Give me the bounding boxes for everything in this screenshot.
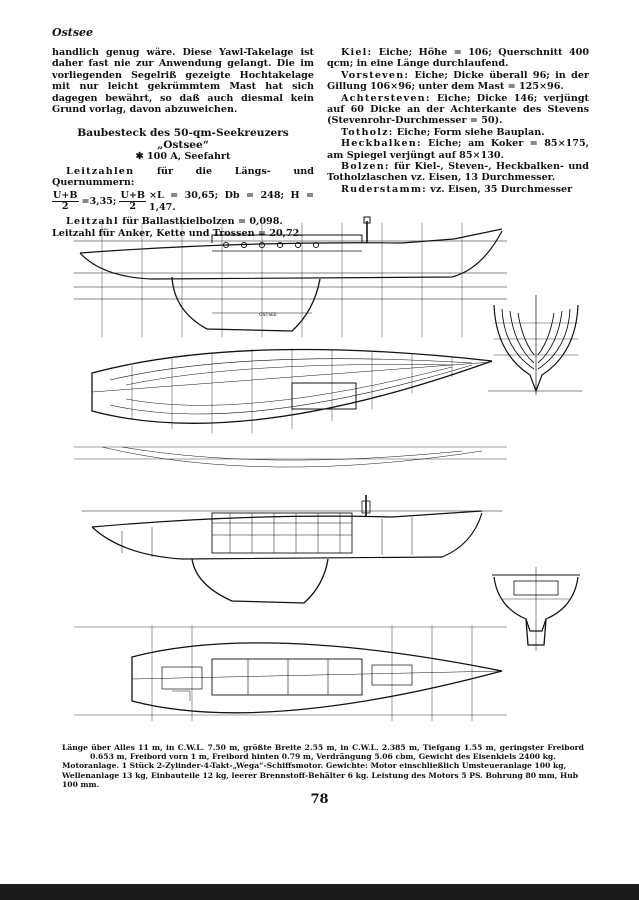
spec-kiel-label: Kiel: [341,47,373,58]
anker-line: Leitzahl für Anker, Kette und Trossen = … [52,227,303,239]
spec-totholz-label: Totholz: [341,126,394,138]
figure-caption: Länge über Alles 11 m, in C.W.L. 7.50 m,… [62,743,584,789]
deck-plan [74,625,507,721]
page-number: 78 [310,792,329,807]
fraction-1-numerator: U+B [52,190,79,203]
profile-elevation: OSTSEE [74,216,507,337]
spec-vorsteven: Vorsteven: Eiche; Dicke überall 96; in d… [327,70,589,93]
spec-achtersteven-label: Achtersteven: [341,92,431,104]
ballastkiel-text: für Ballastkielbolzen = 0,098. [118,216,283,228]
ballastkiel-line: Leitzahl für Ballastkielbolzen = 0,098. [52,216,314,227]
formula-part-2: ×L = 30,65; Db = 248; H = 1,47. [148,190,314,213]
intro-paragraph: handlich genug wäre. Diese Yawl-Takelage… [52,47,314,116]
fraction-2-numerator: U+B [119,190,146,203]
midship-section [492,567,580,651]
spec-ruderstamm-text: vz. Eisen, 35 Durchmesser [426,183,573,195]
caption-engine: Motoranlage. 1 Stück 2-Zylinder-4-Takt-„… [62,761,579,789]
left-column: handlich genug wäre. Diese Yawl-Takelage… [52,47,314,239]
yacht-construction-plans: OSTSEE [74,216,582,721]
spec-vorsteven-label: Vorsteven: [341,69,410,81]
formula-part-1: =3,35; [81,196,117,208]
spec-bolzen-label: Bolzen: [341,161,390,173]
caption-dimensions: Länge über Alles 11 m, in C.W.L. 7.50 m,… [62,743,584,762]
scan-edge-bar [0,884,639,900]
spec-ruderstamm-label: Ruderstamm: [341,183,427,195]
spec-totholz: Totholz: Eiche; Form siehe Bauplan. [327,127,589,138]
spec-heckbalken-text: Eiche; am Koker = 85×175, am Spiegel ver… [327,138,589,161]
spec-kiel: Kiel: Eiche; Höhe = 106; Querschnitt 400… [327,47,589,70]
running-title: Ostsee [52,26,94,39]
spec-achtersteven-text: Eiche; Dicke 146; verjüngt auf 60 Dicke … [327,92,589,127]
nameplate-label: OSTSEE [259,312,277,318]
half-breadth-plan [74,348,507,468]
spec-achtersteven: Achtersteven: Eiche; Dicke 146; verjüngt… [327,93,589,127]
ballastkiel-label: Leitzahl [66,216,119,228]
body-plan-sections [488,295,582,395]
right-column: Kiel: Eiche; Höhe = 106; Querschnitt 400… [327,47,589,195]
spec-ruderstamm: Ruderstamm: vz. Eisen, 35 Durchmesser [327,184,589,195]
construction-profile [82,495,502,604]
fraction-2-denominator: 2 [129,201,137,213]
spec-bolzen: Bolzen: für Kiel-, Steven-, Heckbalken- … [327,161,589,184]
leitzahlen-text: für die Längs- und Quernummern: [52,165,314,189]
section-subtitle: ✱ 100 A, Seefahrt [135,151,231,163]
section-title: Baubesteck des 50-qm-Seekreuzers „Ostsee… [77,127,289,151]
spec-heckbalken: Heckbalken: Eiche; am Koker = 85×175, am… [327,138,589,161]
spec-heckbalken-label: Heckbalken: [341,138,422,150]
leitzahlen-line: Leitzahlen für die Längs- und Quernummer… [52,166,314,189]
spec-kiel-text: Eiche; Höhe = 106; Querschnitt 400 qcm; … [327,47,589,70]
leitzahlen-label: Leitzahlen [66,165,135,177]
fraction-1-denominator: 2 [61,201,69,213]
spec-vorsteven-text: Eiche; Dicke überall 96; in der Gillung … [327,69,589,93]
spec-totholz-text: Eiche; Form siehe Bauplan. [393,126,545,138]
spec-bolzen-text: für Kiel-, Steven-, Heckbalken- und Toth… [327,161,589,184]
